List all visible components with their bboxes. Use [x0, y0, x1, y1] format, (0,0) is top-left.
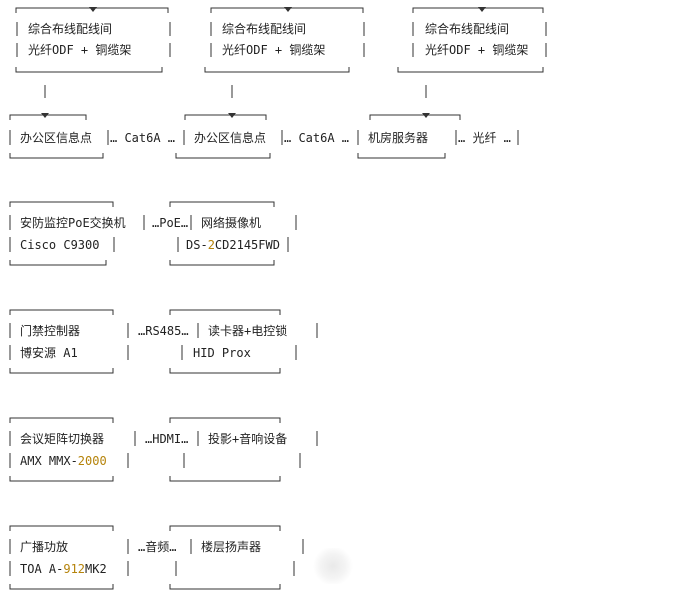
top-node-3-title: 综合布线配线间: [425, 22, 510, 36]
amplifier-title: 广播功放: [20, 540, 69, 554]
amplifier-model: TOA A-912MK2: [20, 562, 107, 576]
cat6a-link-2: … Cat6A …: [284, 131, 350, 145]
matrix-switcher-model: AMX MMX-2000: [20, 454, 107, 468]
cat6a-link-1: … Cat6A …: [110, 131, 176, 145]
poe-switch-model: Cisco C9300: [20, 238, 100, 252]
camera-title: 网络摄像机: [201, 216, 262, 230]
blurred-region: [312, 548, 354, 584]
server-room-node: 机房服务器: [368, 131, 429, 145]
office-info-point-1: 办公区信息点: [20, 131, 93, 145]
matrix-switcher-title: 会议矩阵切换器: [20, 432, 105, 446]
top-node-3-subtitle: 光纤ODF + 铜缆架: [425, 43, 529, 57]
access-controller-title: 门禁控制器: [20, 324, 81, 338]
poe-switch-title: 安防监控PoE交换机: [20, 216, 126, 230]
rs485-link: …RS485…: [138, 324, 189, 338]
office-info-point-2: 办公区信息点: [194, 131, 267, 145]
card-reader-model: HID Prox: [193, 346, 251, 360]
fiber-link: … 光纤 …: [458, 131, 511, 145]
top-node-2-subtitle: 光纤ODF + 铜缆架: [222, 43, 326, 57]
top-node-1-title: 综合布线配线间: [28, 22, 113, 36]
av-equipment-title: 投影+音响设备: [208, 432, 288, 446]
access-controller-model: 博安源 A1: [20, 346, 78, 360]
top-node-2-title: 综合布线配线间: [222, 22, 307, 36]
card-reader-title: 读卡器+电控锁: [208, 324, 288, 338]
poe-link: …PoE…: [152, 216, 189, 230]
hdmi-link: …HDMI…: [145, 432, 189, 446]
speaker-title: 楼层扬声器: [201, 540, 262, 554]
top-node-1-subtitle: 光纤ODF + 铜缆架: [28, 43, 132, 57]
audio-link: …音频…: [138, 540, 177, 554]
camera-model: DS-2CD2145FWD: [186, 238, 280, 252]
